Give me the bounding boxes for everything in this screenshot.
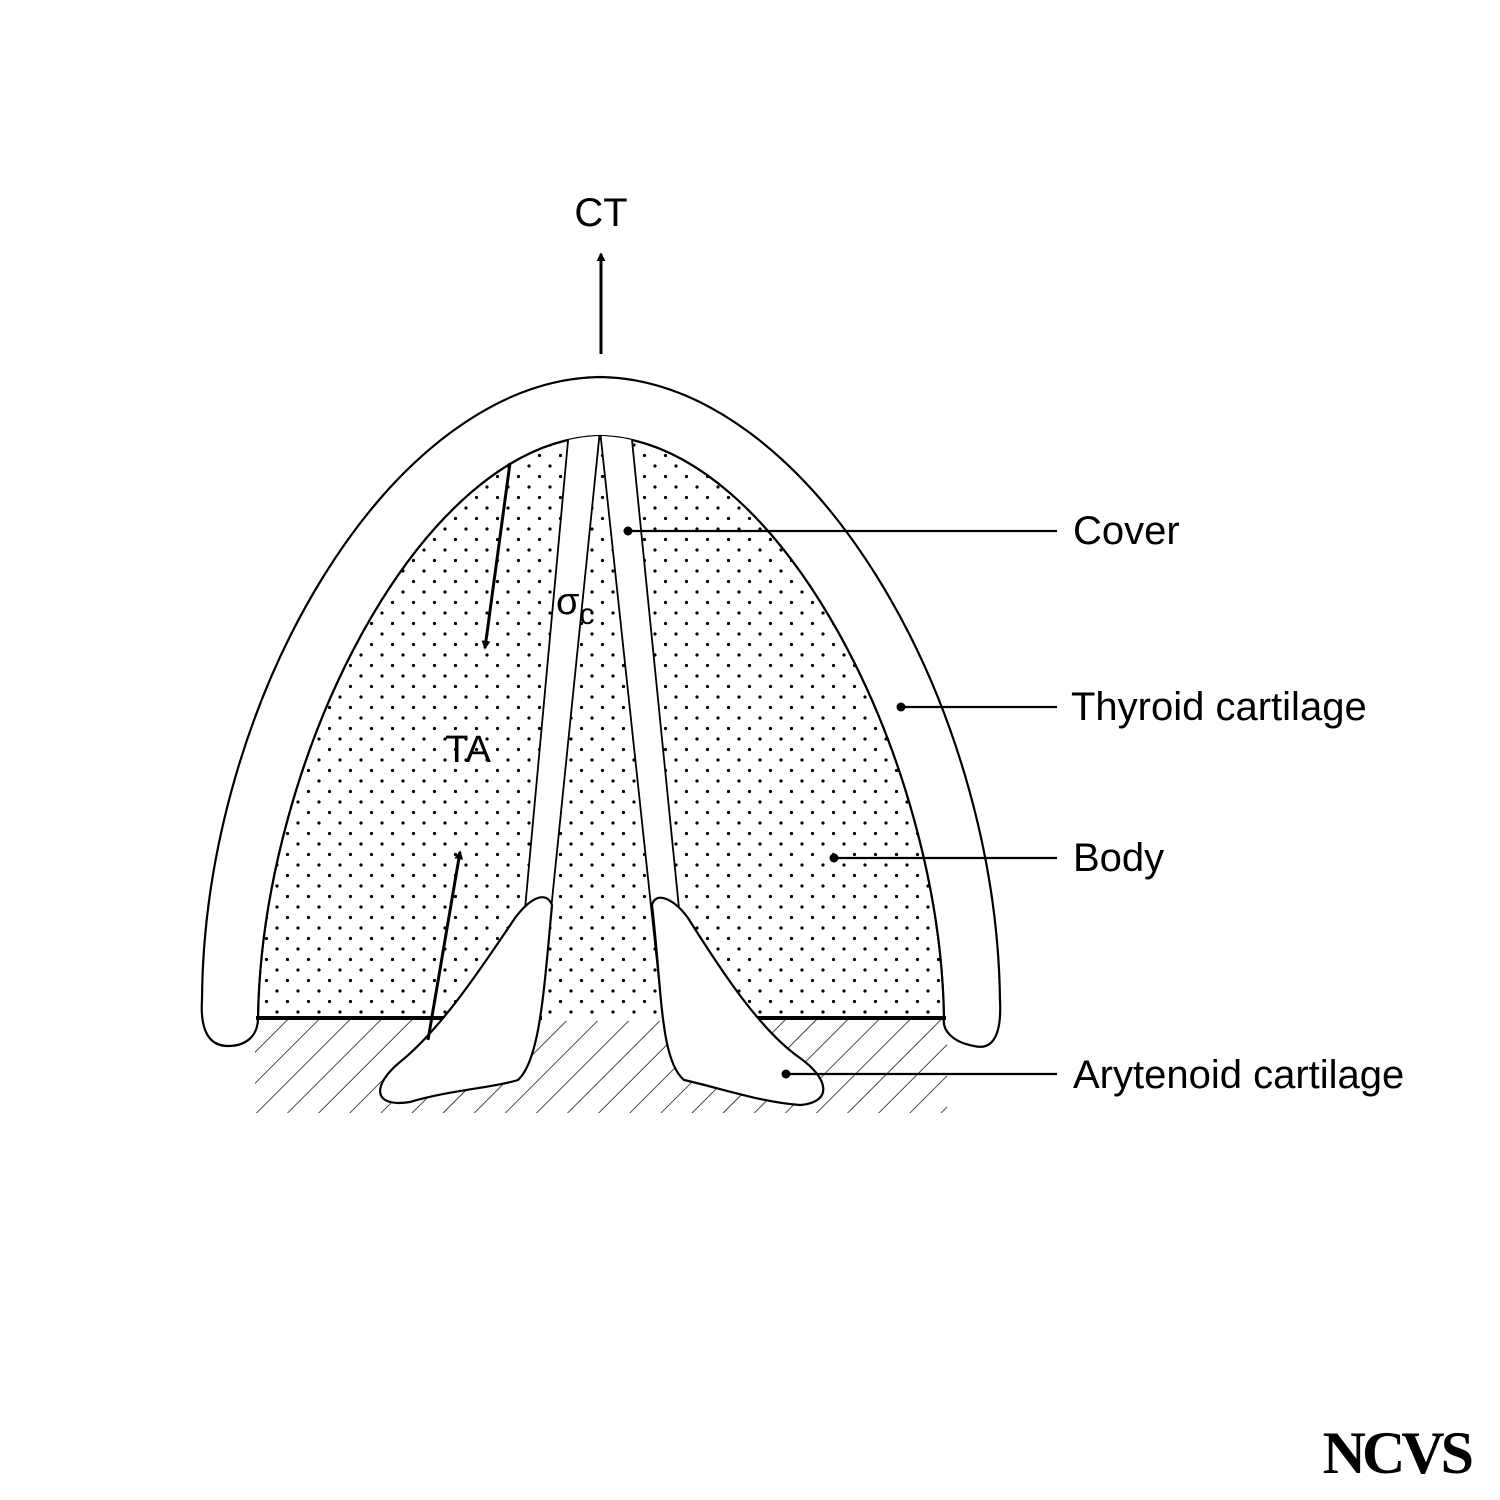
arytenoid-dot <box>781 1069 791 1079</box>
sigma-c-label: σc <box>556 581 594 631</box>
body-label: Body <box>1073 836 1164 880</box>
thyroid-cartilage-label: Thyroid cartilage <box>1071 685 1367 729</box>
arytenoid-cartilage-label: Arytenoid cartilage <box>1073 1053 1404 1097</box>
ncvs-logo: NCVS <box>1323 1420 1472 1486</box>
thyroid-dot <box>896 702 906 712</box>
callout-dots <box>623 526 906 1079</box>
arytenoid-right <box>650 896 825 1107</box>
cover-label: Cover <box>1073 509 1180 553</box>
sigma-subscript: c <box>579 598 594 631</box>
body-dot <box>829 853 839 863</box>
base-hatch <box>255 1020 947 1113</box>
ct-label: CT <box>574 191 627 235</box>
ta-arrow-up <box>426 850 464 1041</box>
arytenoid-left <box>379 896 554 1105</box>
cover-left <box>514 436 601 1018</box>
callout-leaders <box>628 529 1057 1076</box>
ta-arrow-down <box>481 462 512 650</box>
cover-dot <box>623 526 633 536</box>
sigma-symbol: σ <box>556 581 579 623</box>
ta-label: TA <box>445 729 491 771</box>
cover-right <box>598 436 691 1018</box>
